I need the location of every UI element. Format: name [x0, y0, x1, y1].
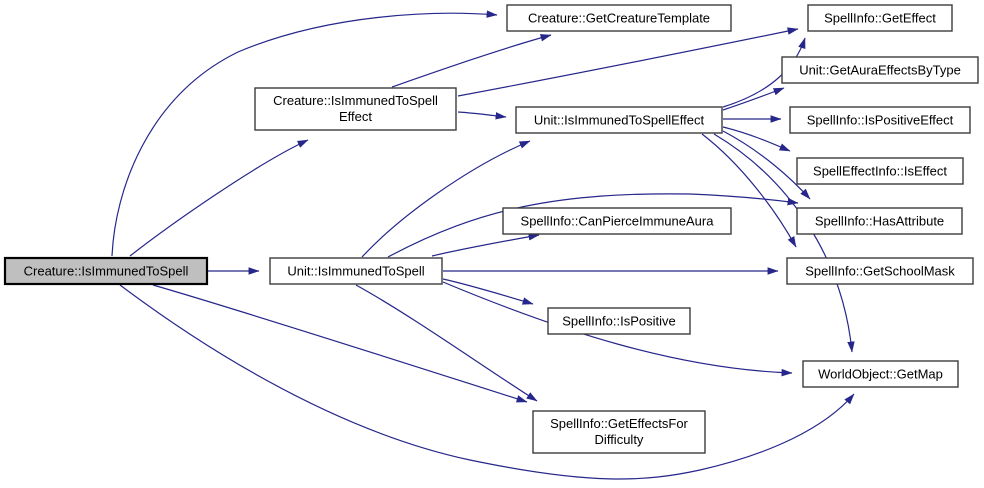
edge-creature-isimmunedtospelleffect-to-geteffect: [457, 27, 799, 97]
edge-unit-isimmunedtospell-to-ispositive: [442, 278, 534, 305]
node-label: Difficulty: [595, 432, 644, 447]
node-spellinfo-hasattribute[interactable]: SpellInfo::HasAttribute: [796, 207, 963, 235]
node-spellinfo-getschoolmask[interactable]: SpellInfo::GetSchoolMask: [786, 257, 974, 285]
edge-unit-isimmunedtospell-to-unit-isimmunedtospelleffect: [361, 140, 531, 258]
node-creature-isimmunedtospelleffect[interactable]: Creature::IsImmunedToSpell Effect: [254, 87, 457, 131]
edge-isimmunedtospell-to-getmap: [119, 284, 855, 480]
edge-unit-isimmunedtospelleffect-to-getauraeffectsbytype: [722, 87, 785, 111]
edge-isimmunedtospell-to-getcreaturetemplate: [111, 10, 498, 257]
edge-unit-isimmunedtospelleffect-to-getschoolmask: [701, 133, 797, 248]
node-unit-isimmunedtospelleffect[interactable]: Unit::IsImmunedToSpellEffect: [515, 106, 723, 134]
node-label: WorldObject::GetMap: [818, 367, 943, 382]
edge-unit-isimmunedtospell-to-geteffectsfordifficulty: [355, 284, 538, 402]
edge-isimmunedtospell-to-geteffectsfordifficulty: [152, 284, 528, 403]
node-worldobject-getmap[interactable]: WorldObject::GetMap: [802, 360, 959, 388]
node-label: SpellInfo::CanPierceImmuneAura: [521, 214, 715, 229]
node-creature-isimmunedtospell[interactable]: Creature::IsImmunedToSpell: [3, 256, 209, 286]
node-label: SpellInfo::IsPositive: [562, 314, 675, 329]
node-creature-getcreaturetemplate[interactable]: Creature::GetCreatureTemplate: [506, 4, 732, 32]
node-label: SpellInfo::GetSchoolMask: [805, 264, 955, 279]
node-spellinfo-ispositive[interactable]: SpellInfo::IsPositive: [547, 307, 691, 335]
edge-creature-isimmunedtospelleffect-to-getcreaturetemplate: [391, 34, 552, 88]
node-unit-isimmunedtospell[interactable]: Unit::IsImmunedToSpell: [269, 257, 443, 285]
node-label: Effect: [339, 109, 372, 124]
node-label: SpellEffectInfo::IsEffect: [813, 164, 947, 179]
edge-unit-isimmunedtospelleffect-to-iseffect: [722, 126, 791, 152]
node-label: Creature::IsImmunedToSpell: [273, 93, 438, 108]
edges: [111, 10, 855, 480]
node-label: Unit::IsImmunedToSpellEffect: [534, 113, 705, 128]
node-label: SpellInfo::IsPositiveEffect: [807, 113, 954, 128]
node-unit-getauraeffectsbytype[interactable]: Unit::GetAuraEffectsByType: [781, 56, 979, 84]
node-label: Unit::IsImmunedToSpell: [287, 264, 424, 279]
node-label: SpellInfo::GetEffectsFor: [550, 416, 688, 431]
edge-unit-isimmunedtospell-to-canpierceimmuneaura: [431, 233, 540, 257]
edge-unit-isimmunedtospelleffect-to-hasattribute: [722, 130, 811, 200]
edge-creature-isimmunedtospelleffect-to-unit-isimmunedtospelleffect: [457, 111, 507, 120]
node-label: Unit::GetAuraEffectsByType: [799, 63, 961, 78]
node-spellinfo-ispositiveeffect[interactable]: SpellInfo::IsPositiveEffect: [789, 106, 971, 134]
node-label: SpellInfo::GetEffect: [824, 11, 936, 26]
edge-isimmunedtospell-to-creature-isimmunedtospelleffect: [129, 139, 309, 257]
node-label: Creature::IsImmunedToSpell: [24, 264, 189, 279]
edge-unit-isimmunedtospell-to-hasattribute: [387, 193, 799, 258]
node-spellinfo-geteffectsfordifficulty[interactable]: SpellInfo::GetEffectsFor Difficulty: [532, 410, 706, 454]
node-label: Creature::GetCreatureTemplate: [528, 11, 710, 26]
node-spellinfo-geteffect[interactable]: SpellInfo::GetEffect: [807, 4, 953, 32]
node-spelleffectinfo-iseffect[interactable]: SpellEffectInfo::IsEffect: [796, 157, 964, 185]
edge-unit-isimmunedtospell-to-getmap: [442, 281, 793, 377]
node-label: SpellInfo::HasAttribute: [815, 214, 944, 229]
nodes: Creature::IsImmunedToSpell Creature::IsI…: [3, 4, 979, 454]
edge-unit-isimmunedtospelleffect-to-geteffect: [722, 37, 806, 108]
node-spellinfo-canpierceimmuneaura[interactable]: SpellInfo::CanPierceImmuneAura: [502, 207, 732, 235]
